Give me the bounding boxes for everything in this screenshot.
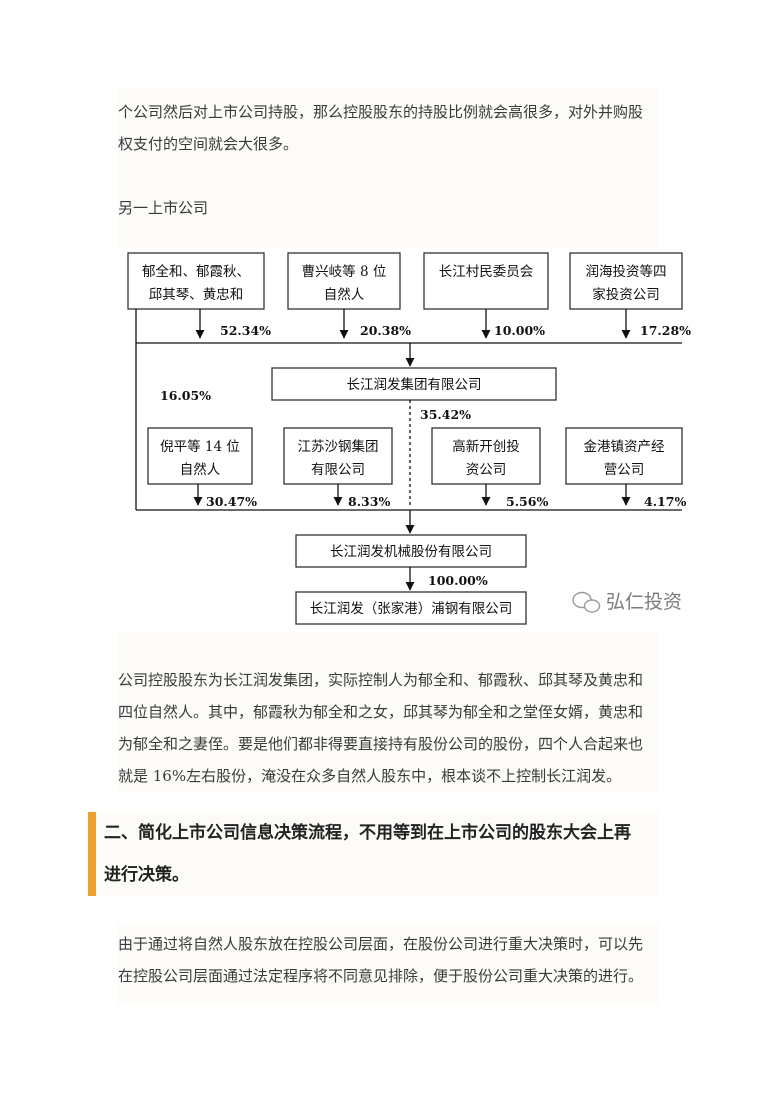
watermark-text: 弘仁投资 bbox=[606, 591, 682, 613]
pct-mid-1: 30.47% bbox=[206, 494, 257, 509]
mid-holder-4-line-2: 营公司 bbox=[604, 462, 645, 478]
mid-holder-1-line-2: 自然人 bbox=[180, 461, 221, 478]
top-holder-1: 郁全和、郁霞秋、 邱其琴、黄忠和 bbox=[127, 252, 265, 310]
heading-block bbox=[96, 812, 658, 896]
subsidiary-box: 长江润发（张家港）浦钢有限公司 bbox=[295, 591, 527, 625]
analysis-block bbox=[118, 632, 658, 792]
example-label: 另一上市公司 bbox=[118, 199, 209, 217]
listed-company-box: 长江润发机械股份有限公司 bbox=[295, 534, 527, 568]
intro-block bbox=[118, 88, 658, 248]
top-holder-3-line-1: 长江村民委员会 bbox=[439, 264, 534, 280]
top-holder-4: 润海投资等四 家投资公司 bbox=[569, 252, 683, 310]
pct-sub: 100.00% bbox=[428, 573, 488, 588]
pct-mid-2: 8.33% bbox=[348, 494, 390, 509]
analysis-line-2: 四位自然人。其中，郁霞秋为郁全和之女，邱其琴为郁全和之堂侄女婿，黄忠和 bbox=[118, 703, 644, 721]
pct-top-4: 17.28% bbox=[640, 323, 691, 338]
top-holder-2-line-1: 曹兴岐等 8 位 bbox=[302, 263, 387, 280]
section2-line-2: 在控股公司层面通过法定程序将不同意见排除，便于股份公司重大决策的进行。 bbox=[118, 967, 644, 985]
shareholding-structure-diagram: 郁全和、郁霞秋、 邱其琴、黄忠和 曹兴岐等 8 位 自然人 长江村民委员会 润海… bbox=[127, 252, 691, 625]
mid-holder-4: 金港镇资产经 营公司 bbox=[565, 427, 683, 485]
wechat-icon bbox=[572, 591, 601, 613]
mid-holder-4-line-1: 金港镇资产经 bbox=[584, 439, 665, 455]
mid-holder-3: 高新开创投 资公司 bbox=[431, 427, 541, 485]
top-holder-1-line-1: 郁全和、郁霞秋、 bbox=[142, 263, 250, 280]
mid-holder-3-line-1: 高新开创投 bbox=[452, 438, 520, 455]
subsidiary-name: 长江润发（张家港）浦钢有限公司 bbox=[310, 600, 513, 617]
pct-top-2: 20.38% bbox=[360, 323, 411, 338]
pct-top-1: 52.34% bbox=[220, 323, 271, 338]
pct-direct: 16.05% bbox=[160, 388, 211, 403]
top-holder-4-line-2: 家投资公司 bbox=[592, 286, 660, 303]
top-holder-3: 长江村民委员会 bbox=[423, 252, 549, 310]
group-company-name: 长江润发集团有限公司 bbox=[347, 377, 482, 393]
top-holder-1-line-2: 邱其琴、黄忠和 bbox=[149, 287, 244, 303]
pct-top-3: 10.00% bbox=[494, 323, 545, 338]
heading-accent-bar bbox=[88, 812, 96, 896]
mid-holder-1: 倪平等 14 位 自然人 bbox=[147, 427, 253, 485]
section-2-heading: 二、简化上市公司信息决策流程，不用等到在上市公司的股东大会上再 进行决策。 bbox=[104, 812, 664, 896]
listed-company-name: 长江润发机械股份有限公司 bbox=[330, 544, 492, 560]
mid-holder-2-line-1: 江苏沙钢集团 bbox=[298, 439, 379, 455]
mid-holder-1-line-1: 倪平等 14 位 bbox=[160, 438, 240, 455]
pct-mid-3: 5.56% bbox=[506, 494, 548, 509]
pct-mid-4: 4.17% bbox=[644, 494, 686, 509]
top-holder-2: 曹兴岐等 8 位 自然人 bbox=[287, 252, 401, 310]
pct-group: 35.42% bbox=[420, 407, 471, 422]
intro-line-2: 权支付的空间就会大很多。 bbox=[118, 135, 299, 153]
group-company-box: 长江润发集团有限公司 bbox=[271, 367, 557, 401]
top-holder-2-line-2: 自然人 bbox=[324, 286, 365, 303]
section-2-heading-line-1: 二、简化上市公司信息决策流程，不用等到在上市公司的股东大会上再 bbox=[104, 823, 631, 843]
mid-holder-2-line-2: 有限公司 bbox=[311, 462, 365, 478]
analysis-line-1: 公司控股股东为长江润发集团，实际控制人为郁全和、郁霞秋、邱其琴及黄忠和 bbox=[118, 671, 644, 689]
mid-holder-2: 江苏沙钢集团 有限公司 bbox=[283, 427, 393, 485]
analysis-line-3: 为郁全和之妻侄。要是他们都非得要直接持有股份公司的股份，四个人合起来也 bbox=[118, 735, 644, 753]
intro-line-1: 个公司然后对上市公司持股，那么控股股东的持股比例就会高很多，对外并购股 bbox=[118, 103, 644, 121]
section2-block bbox=[118, 924, 658, 1004]
top-holder-4-line-1: 润海投资等四 bbox=[586, 263, 667, 280]
watermark: 弘仁投资 bbox=[572, 591, 682, 613]
analysis-line-4: 就是 16%左右股份，淹没在众多自然人股东中，根本谈不上控制长江润发。 bbox=[118, 767, 622, 785]
section2-line-1: 由于通过将自然人股东放在控股公司层面，在股份公司进行重大决策时，可以先 bbox=[118, 935, 644, 953]
mid-holder-3-line-2: 资公司 bbox=[466, 462, 507, 478]
section-2-heading-line-2: 进行决策。 bbox=[104, 865, 189, 885]
